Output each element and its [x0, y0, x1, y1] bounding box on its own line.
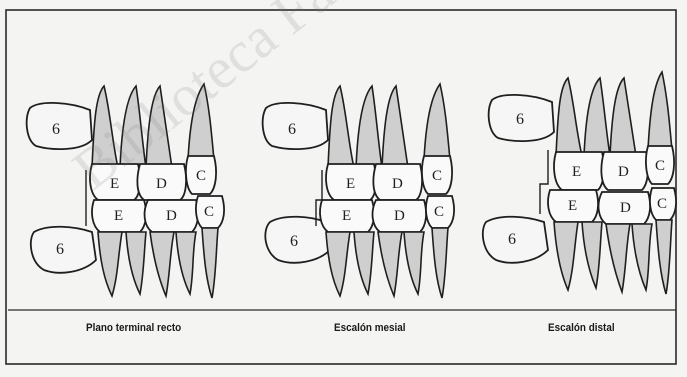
lower-roots	[98, 228, 218, 298]
upper-label-d: D	[392, 176, 403, 192]
lower-label-c: C	[657, 196, 667, 212]
upper-molar-label: 6	[288, 121, 296, 138]
upper-roots	[556, 72, 672, 156]
lower-roots	[326, 228, 448, 298]
lower-molar-label: 6	[508, 231, 516, 248]
lower-label-d: D	[620, 200, 631, 216]
lower-roots	[554, 220, 672, 294]
upper-label-e: E	[346, 176, 355, 192]
lower-label-c: C	[434, 204, 444, 220]
upper-label-e: E	[110, 176, 119, 192]
lower-label-e: E	[114, 208, 123, 224]
distal-step-line	[540, 150, 548, 214]
lower-label-d: D	[166, 208, 177, 224]
upper-molar-label: 6	[516, 111, 524, 128]
lower-label-d: D	[394, 208, 405, 224]
upper-label-d: D	[156, 176, 167, 192]
upper-label-c: C	[655, 158, 665, 174]
panel-escalon-mesial: 6 6 E D C E D C	[263, 84, 454, 298]
upper-label-d: D	[618, 164, 629, 180]
caption-escalon-distal: Escalón distal	[548, 322, 615, 334]
caption-escalon-mesial: Escalón mesial	[334, 322, 406, 334]
lower-label-e: E	[568, 198, 577, 214]
panel-plano-terminal-recto: 6 6 E D C E D C	[27, 84, 224, 298]
lower-label-e: E	[342, 208, 351, 224]
upper-label-e: E	[572, 164, 581, 180]
caption-plano-terminal-recto: Plano terminal recto	[86, 322, 181, 334]
lower-label-c: C	[204, 204, 214, 220]
upper-label-c: C	[196, 168, 206, 184]
lower-molar-label: 6	[56, 241, 64, 258]
lower-molar-label: 6	[290, 233, 298, 250]
panel-escalon-distal: 6 6 E D C E D C	[483, 72, 676, 294]
upper-molar-label: 6	[52, 121, 60, 138]
upper-label-c: C	[432, 168, 442, 184]
